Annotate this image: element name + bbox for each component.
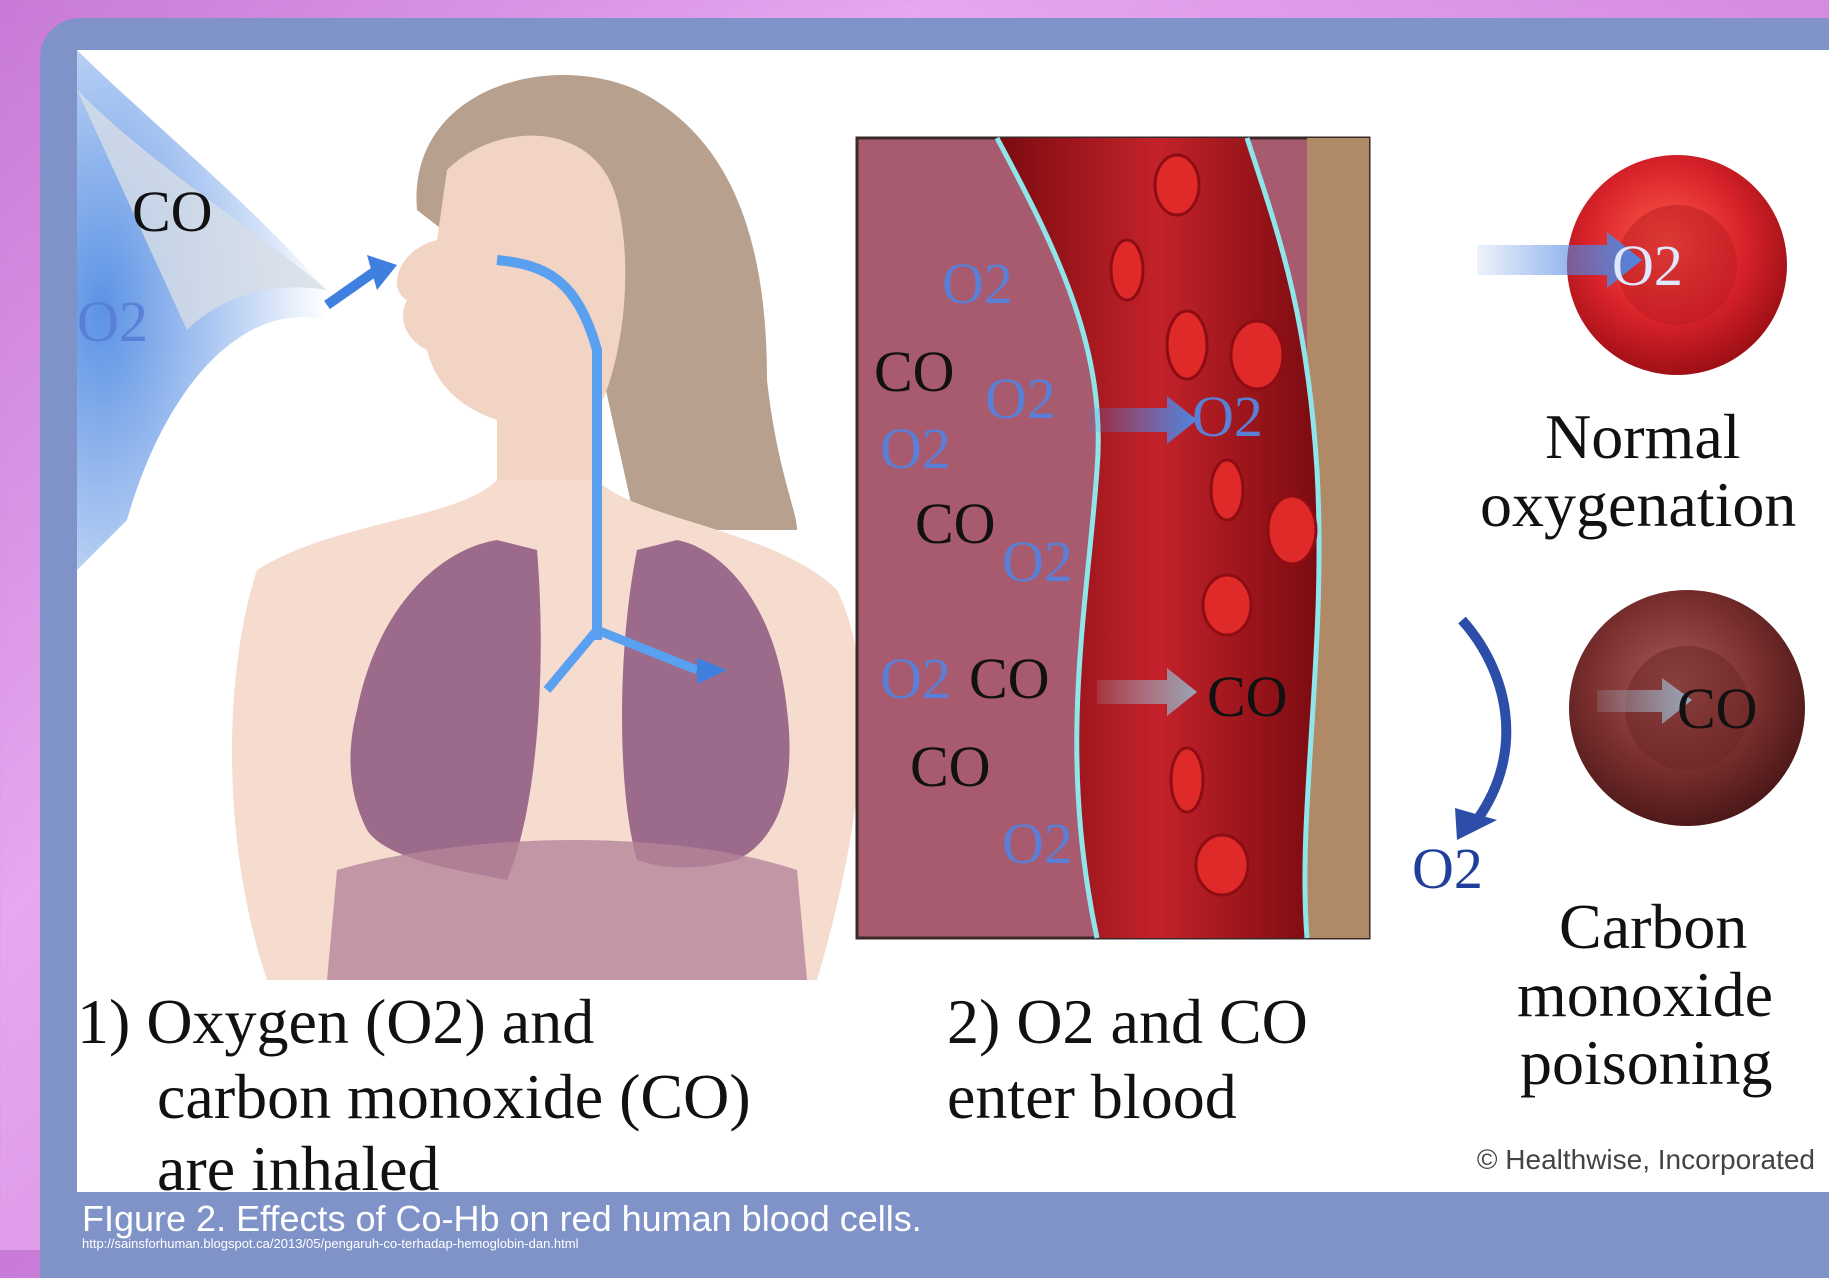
tissue-gas-label: O2: [1002, 815, 1073, 873]
tissue-gas-label: O2: [1002, 533, 1073, 591]
panel1-caption-line3: are inhaled: [157, 1132, 440, 1192]
copyright-credit: © Healthwise, Incorporated: [1477, 1144, 1815, 1176]
panel2-caption-line2: enter blood: [947, 1060, 1237, 1134]
tissue-gas-label: CO: [915, 495, 996, 553]
arrow-o2-target: O2: [1192, 388, 1263, 446]
poisoned-cell-co-label: CO: [1677, 680, 1758, 738]
arrow-o2-source: O2: [985, 370, 1056, 428]
tissue-gas-label: CO: [910, 738, 991, 796]
poison-label-line2: monoxide: [1517, 958, 1773, 1032]
panel1-caption-line1: 1) Oxygen (O2) and: [77, 985, 594, 1059]
released-o2-label: O2: [1412, 840, 1483, 898]
panel2-caption-line1: 2) O2 and CO: [947, 985, 1308, 1059]
normal-cell-o2-label: O2: [1612, 237, 1683, 295]
panel1-caption-line2: carbon monoxide (CO): [157, 1060, 751, 1134]
normal-label-line2: oxygenation: [1480, 468, 1796, 542]
tissue-gas-label: O2: [880, 650, 951, 708]
poison-label-line3: poisoning: [1520, 1026, 1772, 1100]
tissue-gas-label: CO: [874, 343, 955, 401]
panel1-co-label: CO: [132, 183, 213, 241]
panel1-o2-label: O2: [77, 293, 148, 351]
figure-illustration: CO O2 1) Oxygen (O2) and carbon monoxide…: [77, 50, 1829, 1192]
tissue-gas-label: O2: [942, 255, 1013, 313]
arrow-co-target: CO: [1207, 668, 1288, 726]
normal-label-line1: Normal: [1545, 400, 1741, 474]
source-url[interactable]: http://sainsforhuman.blogspot.ca/2013/05…: [82, 1236, 579, 1251]
tissue-gas-label: O2: [880, 420, 951, 478]
figure-caption: FIgure 2. Effects of Co-Hb on red human …: [82, 1198, 922, 1240]
woman-figure: [232, 75, 862, 980]
poison-label-line1: Carbon: [1559, 890, 1747, 964]
arrow-co-source: CO: [969, 650, 1050, 708]
